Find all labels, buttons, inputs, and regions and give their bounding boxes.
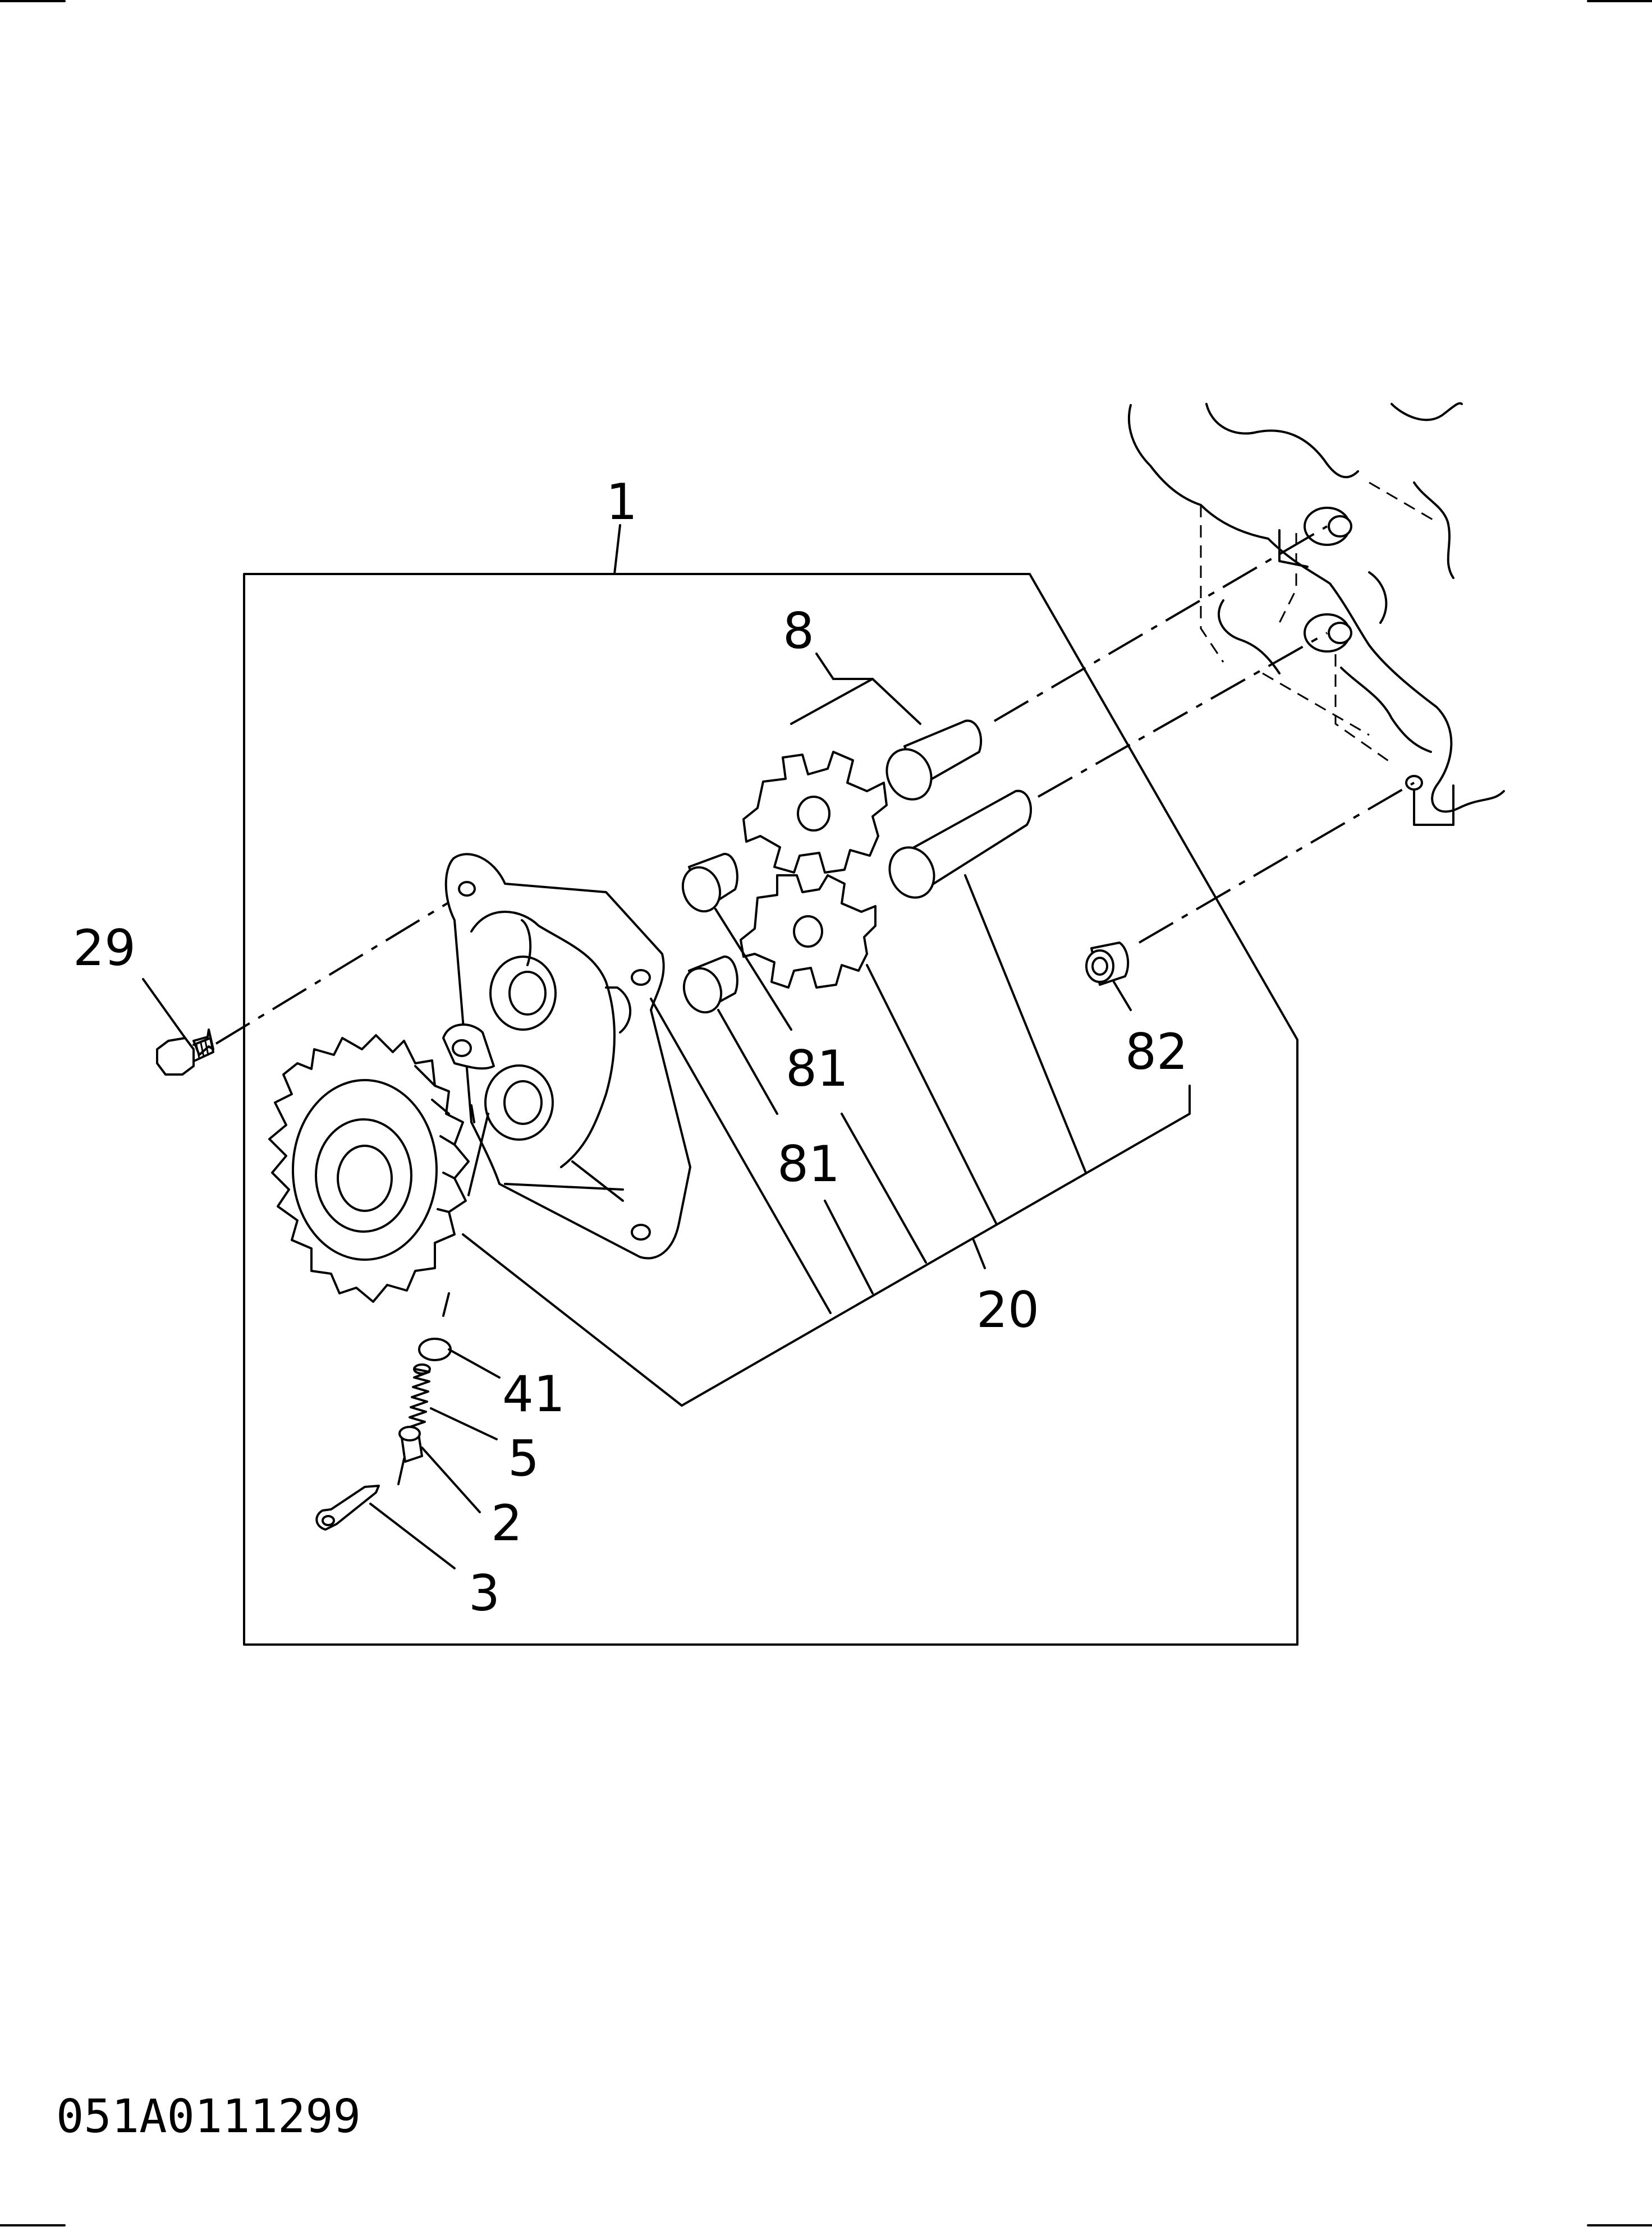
assembly-center-lines xyxy=(215,525,1415,1045)
callout-3: 3 xyxy=(469,1564,500,1622)
callout-1: 1 xyxy=(606,473,637,531)
engine-block-outline xyxy=(1128,402,1505,826)
callout-2: 2 xyxy=(491,1494,522,1552)
pump-gear-lower xyxy=(740,874,877,989)
callout-41: 41 xyxy=(502,1365,565,1423)
pump-body xyxy=(442,853,691,1260)
shaft-long-upper xyxy=(885,719,983,801)
callout-81-lower: 81 xyxy=(777,1135,840,1193)
plunger-2 xyxy=(398,1426,423,1463)
o-ring-41 xyxy=(418,1338,452,1361)
shaft-long-lower xyxy=(888,789,1032,899)
leader-lines xyxy=(142,524,1191,1569)
bolt-29 xyxy=(156,1028,214,1076)
assembly-boundary xyxy=(243,573,1298,1646)
spring-5 xyxy=(407,1363,431,1429)
pump-gear-upper xyxy=(742,751,888,874)
pin-81-lower xyxy=(682,956,738,1014)
callout-5: 5 xyxy=(508,1430,539,1487)
split-pin-3 xyxy=(315,1485,380,1531)
drive-gear xyxy=(268,1034,470,1303)
callout-81-upper: 81 xyxy=(786,1040,848,1098)
drawing-number: 051A0111299 xyxy=(56,2090,361,2143)
bushing-82 xyxy=(1085,942,1130,986)
callout-8: 8 xyxy=(783,602,814,660)
callout-29: 29 xyxy=(73,919,136,977)
pin-81-upper xyxy=(681,853,738,913)
callout-20: 20 xyxy=(976,1281,1039,1339)
callout-82: 82 xyxy=(1125,1023,1188,1081)
